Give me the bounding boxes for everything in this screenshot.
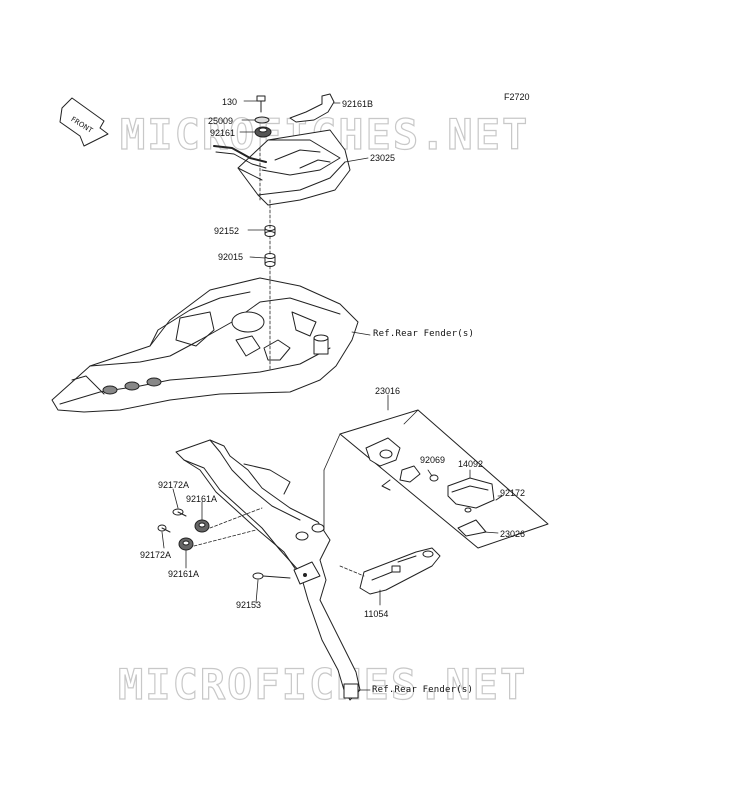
ref-rear-fender-label-top[interactable]: Ref.Rear Fender(s) [373,329,475,339]
part-label-25009[interactable]: 25009 [208,116,234,126]
part-label-23016[interactable]: 23016 [375,386,401,396]
rear-cowl-part [51,277,359,413]
grommet-92161A-top-part [194,519,210,533]
part-label-14092[interactable]: 14092 [458,459,484,469]
part-label-92161A-top[interactable]: 92161A [186,494,218,504]
part-label-23026[interactable]: 23026 [500,529,526,539]
bolt-92172A-top-part [172,508,187,517]
license-bracket-part [175,439,361,701]
part-label-92172[interactable]: 92172 [500,488,526,498]
part-label-92172A-bottom[interactable]: 92172A [140,550,172,560]
part-label-92161A-bottom[interactable]: 92161A [168,569,200,579]
part-label-11054[interactable]: 11054 [364,609,389,619]
part-label-92161[interactable]: 92161 [210,128,236,138]
grommet-92161A-bottom-part [178,537,194,551]
spacer-92015-part [264,253,276,267]
bolt-92172A-bottom-part [157,524,171,533]
grommet-92161-part [254,126,272,138]
part-label-92172A-top[interactable]: 92172A [158,480,190,490]
ref-rear-fender-label-bottom[interactable]: Ref.Rear Fender(s) [372,685,474,695]
part-label-92153[interactable]: 92153 [236,600,262,610]
license-light-box [339,409,549,549]
part-label-92161B[interactable]: 92161B [342,99,374,109]
part-label-130[interactable]: 130 [222,97,238,107]
plate-holder-11054-part [359,547,441,595]
part-label-92069[interactable]: 92069 [420,455,446,465]
diagram-code: F2720 [504,92,530,102]
part-label-23025[interactable]: 23025 [370,153,396,163]
part-label-92015[interactable]: 92015 [218,252,244,262]
watermark-bottom: MICROFICHES.NET [117,659,528,709]
bolt-92153-part [252,572,291,580]
front-arrow-icon: FRONT [59,97,109,147]
bolt-130-part [256,95,266,113]
washer-25009-part [254,116,270,124]
tail-tray-part [213,129,351,206]
bracket-92161B-part [289,93,335,123]
leader-lines [161,100,503,691]
part-label-92152[interactable]: 92152 [214,226,240,236]
